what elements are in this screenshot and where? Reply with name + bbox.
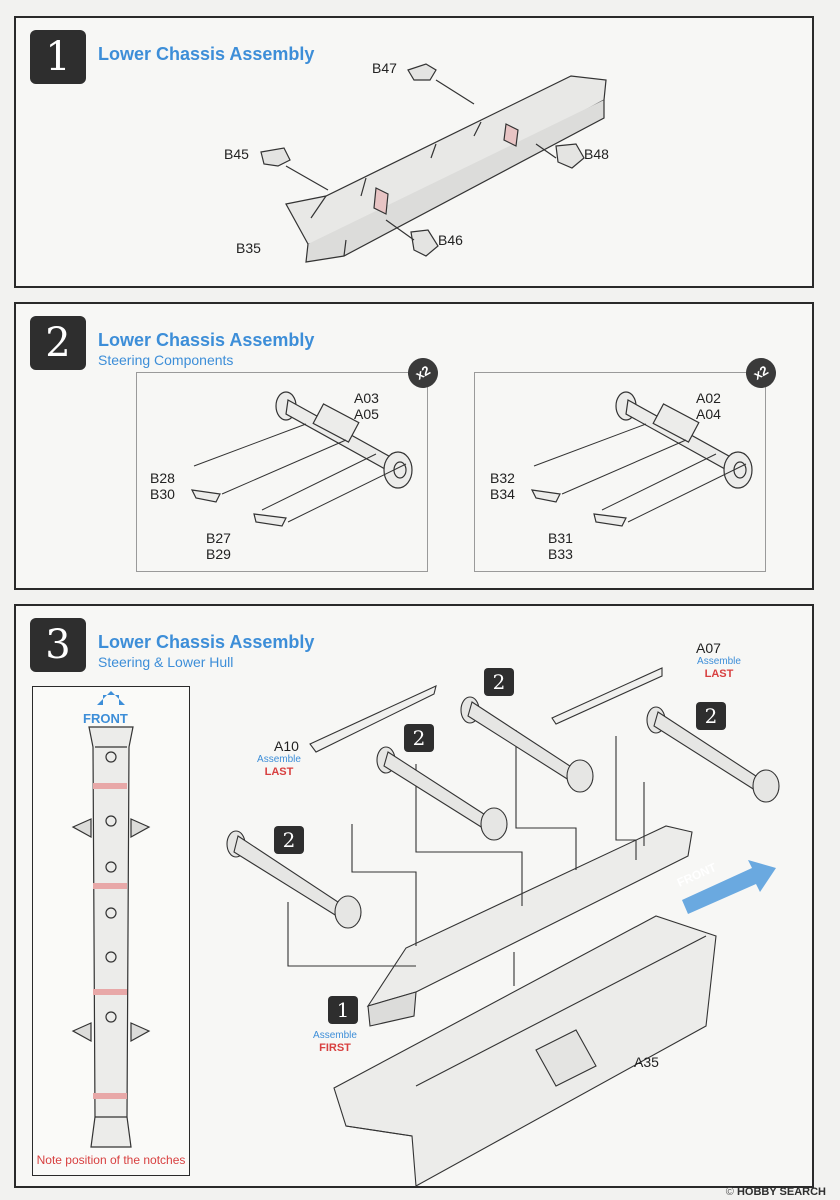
label-b35: B35 (236, 240, 261, 256)
step-3-title: Lower Chassis Assembly (98, 632, 315, 652)
label-a10: A10 (274, 738, 299, 754)
ref-step-2-d: 2 (274, 826, 304, 854)
label-a35: A35 (634, 1054, 659, 1070)
step-2-panel: 2 Lower Chassis Assembly Steering Compon… (14, 302, 814, 590)
steering-subassembly-right (474, 372, 766, 572)
step-2-title: Lower Chassis Assembly (98, 330, 315, 350)
step-number-2: 2 (30, 316, 86, 370)
label-b46: B46 (438, 232, 463, 248)
step-3-diagram (226, 667, 780, 1187)
ref-step-2-b: 2 (404, 724, 434, 752)
ref-step-1: 1 (328, 996, 358, 1024)
step-1-panel: 1 Lower Chassis Assembly B47 B45 B48 B35… (14, 16, 814, 288)
step-3-panel: 3 Lower Chassis Assembly Steering & Lowe… (14, 604, 814, 1188)
top-view-drawing (71, 691, 151, 1148)
step-2-diagram (190, 391, 753, 527)
step-number-1: 1 (30, 30, 86, 84)
top-view-reference: FRONT Note position of the notch (32, 686, 190, 1176)
notch-position-note: Note position of the notches (36, 1153, 186, 1167)
step-1-title: Lower Chassis Assembly (98, 44, 315, 64)
step-2-subtitle: Steering Components (98, 352, 234, 368)
watermark: © HOBBY SEARCH (725, 1186, 826, 1198)
label-a07: A07 (696, 640, 721, 656)
step-1-diagram (260, 63, 607, 263)
ref-step-2-a: 2 (484, 668, 514, 696)
label-b48: B48 (584, 146, 609, 162)
label-b47: B47 (372, 60, 397, 76)
step-number-3: 3 (30, 618, 86, 672)
label-b45: B45 (224, 146, 249, 162)
steering-subassembly-left (136, 372, 428, 572)
step-3-subtitle: Steering & Lower Hull (98, 654, 234, 670)
ref-step-2-c: 2 (696, 702, 726, 730)
side-front-label: FRONT (83, 711, 128, 726)
